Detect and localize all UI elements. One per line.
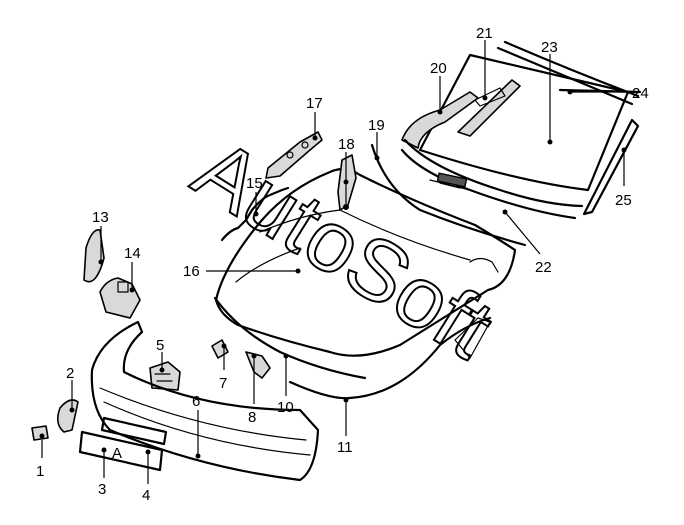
pillar-trim — [582, 118, 640, 216]
callout-15: 15 — [246, 175, 263, 192]
callout-24: 24 — [632, 85, 649, 102]
callout-13: 13 — [92, 209, 109, 226]
callout-21: 21 — [476, 25, 493, 42]
plate-letter: A — [112, 445, 122, 462]
callout-14: 14 — [124, 245, 141, 262]
small-clip — [31, 425, 49, 441]
retaining-clip — [211, 339, 229, 359]
callout-23: 23 — [541, 39, 558, 56]
callout-17: 17 — [306, 95, 323, 112]
callout-11: 11 — [337, 439, 353, 456]
seal-clip — [454, 317, 491, 359]
bumper-support — [245, 351, 271, 379]
front-seal — [213, 296, 367, 380]
callout-1: 1 — [36, 463, 44, 480]
lamp-bracket — [99, 277, 141, 319]
callout-6: 6 — [192, 393, 200, 410]
side-lamp — [83, 229, 105, 283]
callout-16: 16 — [183, 263, 200, 280]
callout-7: 7 — [219, 375, 227, 392]
lower-seal — [288, 316, 492, 400]
callout-5: 5 — [156, 337, 164, 354]
cowl-panel — [400, 138, 584, 220]
callout-20: 20 — [430, 60, 447, 77]
callout-19: 19 — [368, 117, 385, 134]
callout-4: 4 — [142, 487, 150, 504]
callout-2: 2 — [66, 365, 74, 382]
callout-10: 10 — [277, 399, 294, 416]
license-plate: A — [78, 416, 168, 472]
callout-labels: 1 2 3 4 5 6 7 8 10 11 13 14 15 16 17 18 … — [36, 25, 649, 504]
callout-3: 3 — [98, 481, 106, 498]
callout-18: 18 — [338, 136, 355, 153]
callout-22: 22 — [535, 259, 552, 276]
callout-25: 25 — [615, 192, 632, 209]
wiper-bracket — [457, 79, 521, 137]
anchor-dots — [39, 89, 627, 459]
leader-lines — [41, 40, 628, 484]
hood-bracket — [265, 131, 323, 179]
hood-release-cable — [220, 186, 290, 242]
callout-8: 8 — [248, 409, 256, 426]
windshield — [418, 40, 640, 192]
fog-lamp — [56, 399, 79, 433]
